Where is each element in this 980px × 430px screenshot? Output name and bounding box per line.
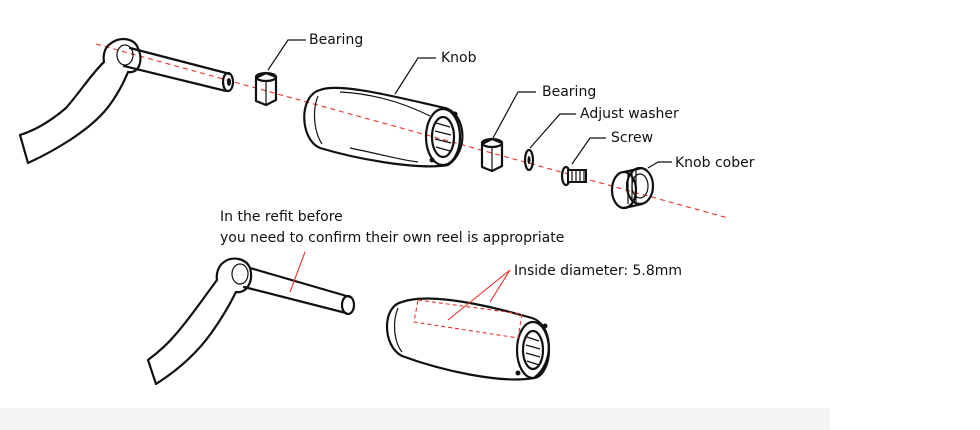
- handle-shaft-bottom: [242, 266, 356, 316]
- refit-note-line2: you need to confirm their own reel is ap…: [220, 230, 564, 246]
- knob-body-bottom: [385, 297, 551, 381]
- label-adjust-washer: Adjust washer: [580, 106, 679, 122]
- diameter-leader-lines: [447, 269, 511, 321]
- adjust-washer: [523, 148, 535, 172]
- center-axis-line: [95, 43, 729, 219]
- refit-note-line1: In the refit before: [220, 209, 343, 225]
- label-bearing-right: Bearing: [542, 84, 596, 100]
- label-bearing-top: Bearing: [309, 32, 363, 48]
- bearing-right: [480, 137, 504, 173]
- screw: [560, 165, 587, 187]
- knob-cover: [610, 166, 655, 210]
- label-screw: Screw: [611, 130, 653, 146]
- bearing-left: [254, 71, 278, 107]
- reel-handle-arm: [18, 38, 142, 165]
- label-knob: Knob: [441, 50, 477, 66]
- refit-leader-line: [289, 251, 306, 293]
- label-inside-diameter: Inside diameter: 5.8mm: [514, 263, 682, 279]
- bottom-band: [0, 408, 830, 430]
- reel-handle-arm-bottom: [146, 257, 253, 386]
- label-knob-cover: Knob cober: [675, 155, 755, 171]
- knob-body: [303, 86, 464, 168]
- inner-bore-outline: [413, 299, 523, 339]
- handle-shaft: [122, 46, 235, 93]
- leader-lines: [267, 39, 672, 169]
